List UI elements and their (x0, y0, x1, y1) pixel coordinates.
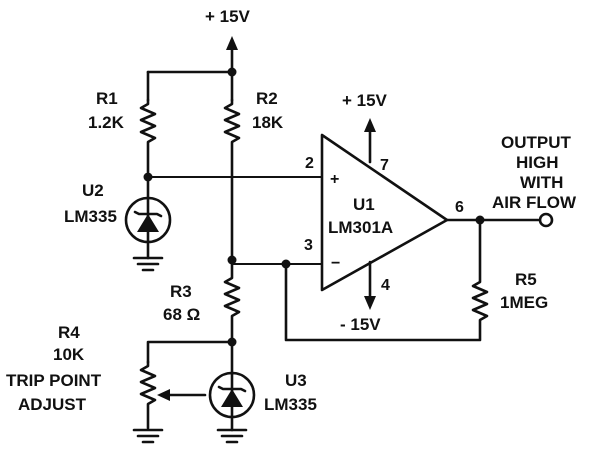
r4-ref: R4 (58, 323, 80, 342)
junction-feedback (281, 259, 291, 269)
u3-ref: U3 (285, 371, 307, 390)
r5-resistor (284, 218, 489, 342)
top-rail-wire (146, 70, 234, 102)
u2-part: LM335 (64, 207, 117, 226)
r5-value: 1MEG (500, 293, 548, 312)
svg-text:HIGH: HIGH (516, 153, 559, 172)
pin2-label: 2 (305, 155, 314, 172)
r4-value: 10K (53, 345, 85, 364)
u1-part: LM301A (328, 218, 393, 237)
r2-value: 18K (252, 113, 284, 132)
output-description: OUTPUT HIGH WITH AIR FLOW (492, 133, 577, 212)
output-terminal (538, 212, 554, 228)
pin7-label: 7 (380, 157, 389, 174)
r3-value: 68 Ω (163, 305, 200, 324)
r1-value: 1.2K (88, 113, 125, 132)
opamp-neg-supply-label: - 15V (340, 315, 381, 334)
u3-sensor (208, 371, 256, 419)
u1-ref: U1 (353, 195, 375, 214)
pin6-label: 6 (455, 199, 464, 216)
r4-potentiometer (139, 360, 157, 430)
r5-ref: R5 (515, 270, 537, 289)
opamp-pos-supply-label: + 15V (342, 91, 388, 110)
svg-text:WITH: WITH (520, 173, 563, 192)
r3-resistor (223, 258, 241, 342)
top-supply-label: + 15V (205, 7, 251, 26)
u1-opamp (320, 133, 449, 292)
opamp-positive-supply (364, 118, 376, 164)
u2-ref: U2 (82, 181, 104, 200)
r4-ground-icon (132, 428, 164, 444)
u3-part: LM335 (264, 395, 317, 414)
r4-top-wire (146, 340, 234, 364)
r4-desc-line2: ADJUST (18, 395, 87, 414)
pin4-label: 4 (381, 277, 390, 294)
u2-sensor (124, 196, 172, 244)
r3-ref: R3 (170, 282, 192, 301)
svg-text:AIR FLOW: AIR FLOW (492, 193, 577, 212)
r4-wiper-arrow (157, 389, 207, 401)
pin3-label: 3 (304, 237, 313, 254)
svg-text:OUTPUT: OUTPUT (501, 133, 572, 152)
u1-plus-sign: + (330, 171, 339, 188)
r1-resistor (139, 98, 157, 174)
top-supply-arrow (226, 36, 238, 74)
r1-ref: R1 (96, 89, 118, 108)
junction-top (227, 67, 237, 77)
opamp-negative-supply (364, 260, 376, 310)
u1-minus-sign: − (331, 255, 340, 272)
r2-resistor (223, 98, 241, 260)
r2-ref: R2 (256, 89, 278, 108)
r4-desc-line1: TRIP POINT (6, 371, 102, 390)
u3-ground-icon (216, 428, 248, 444)
u2-ground-icon (132, 256, 164, 272)
